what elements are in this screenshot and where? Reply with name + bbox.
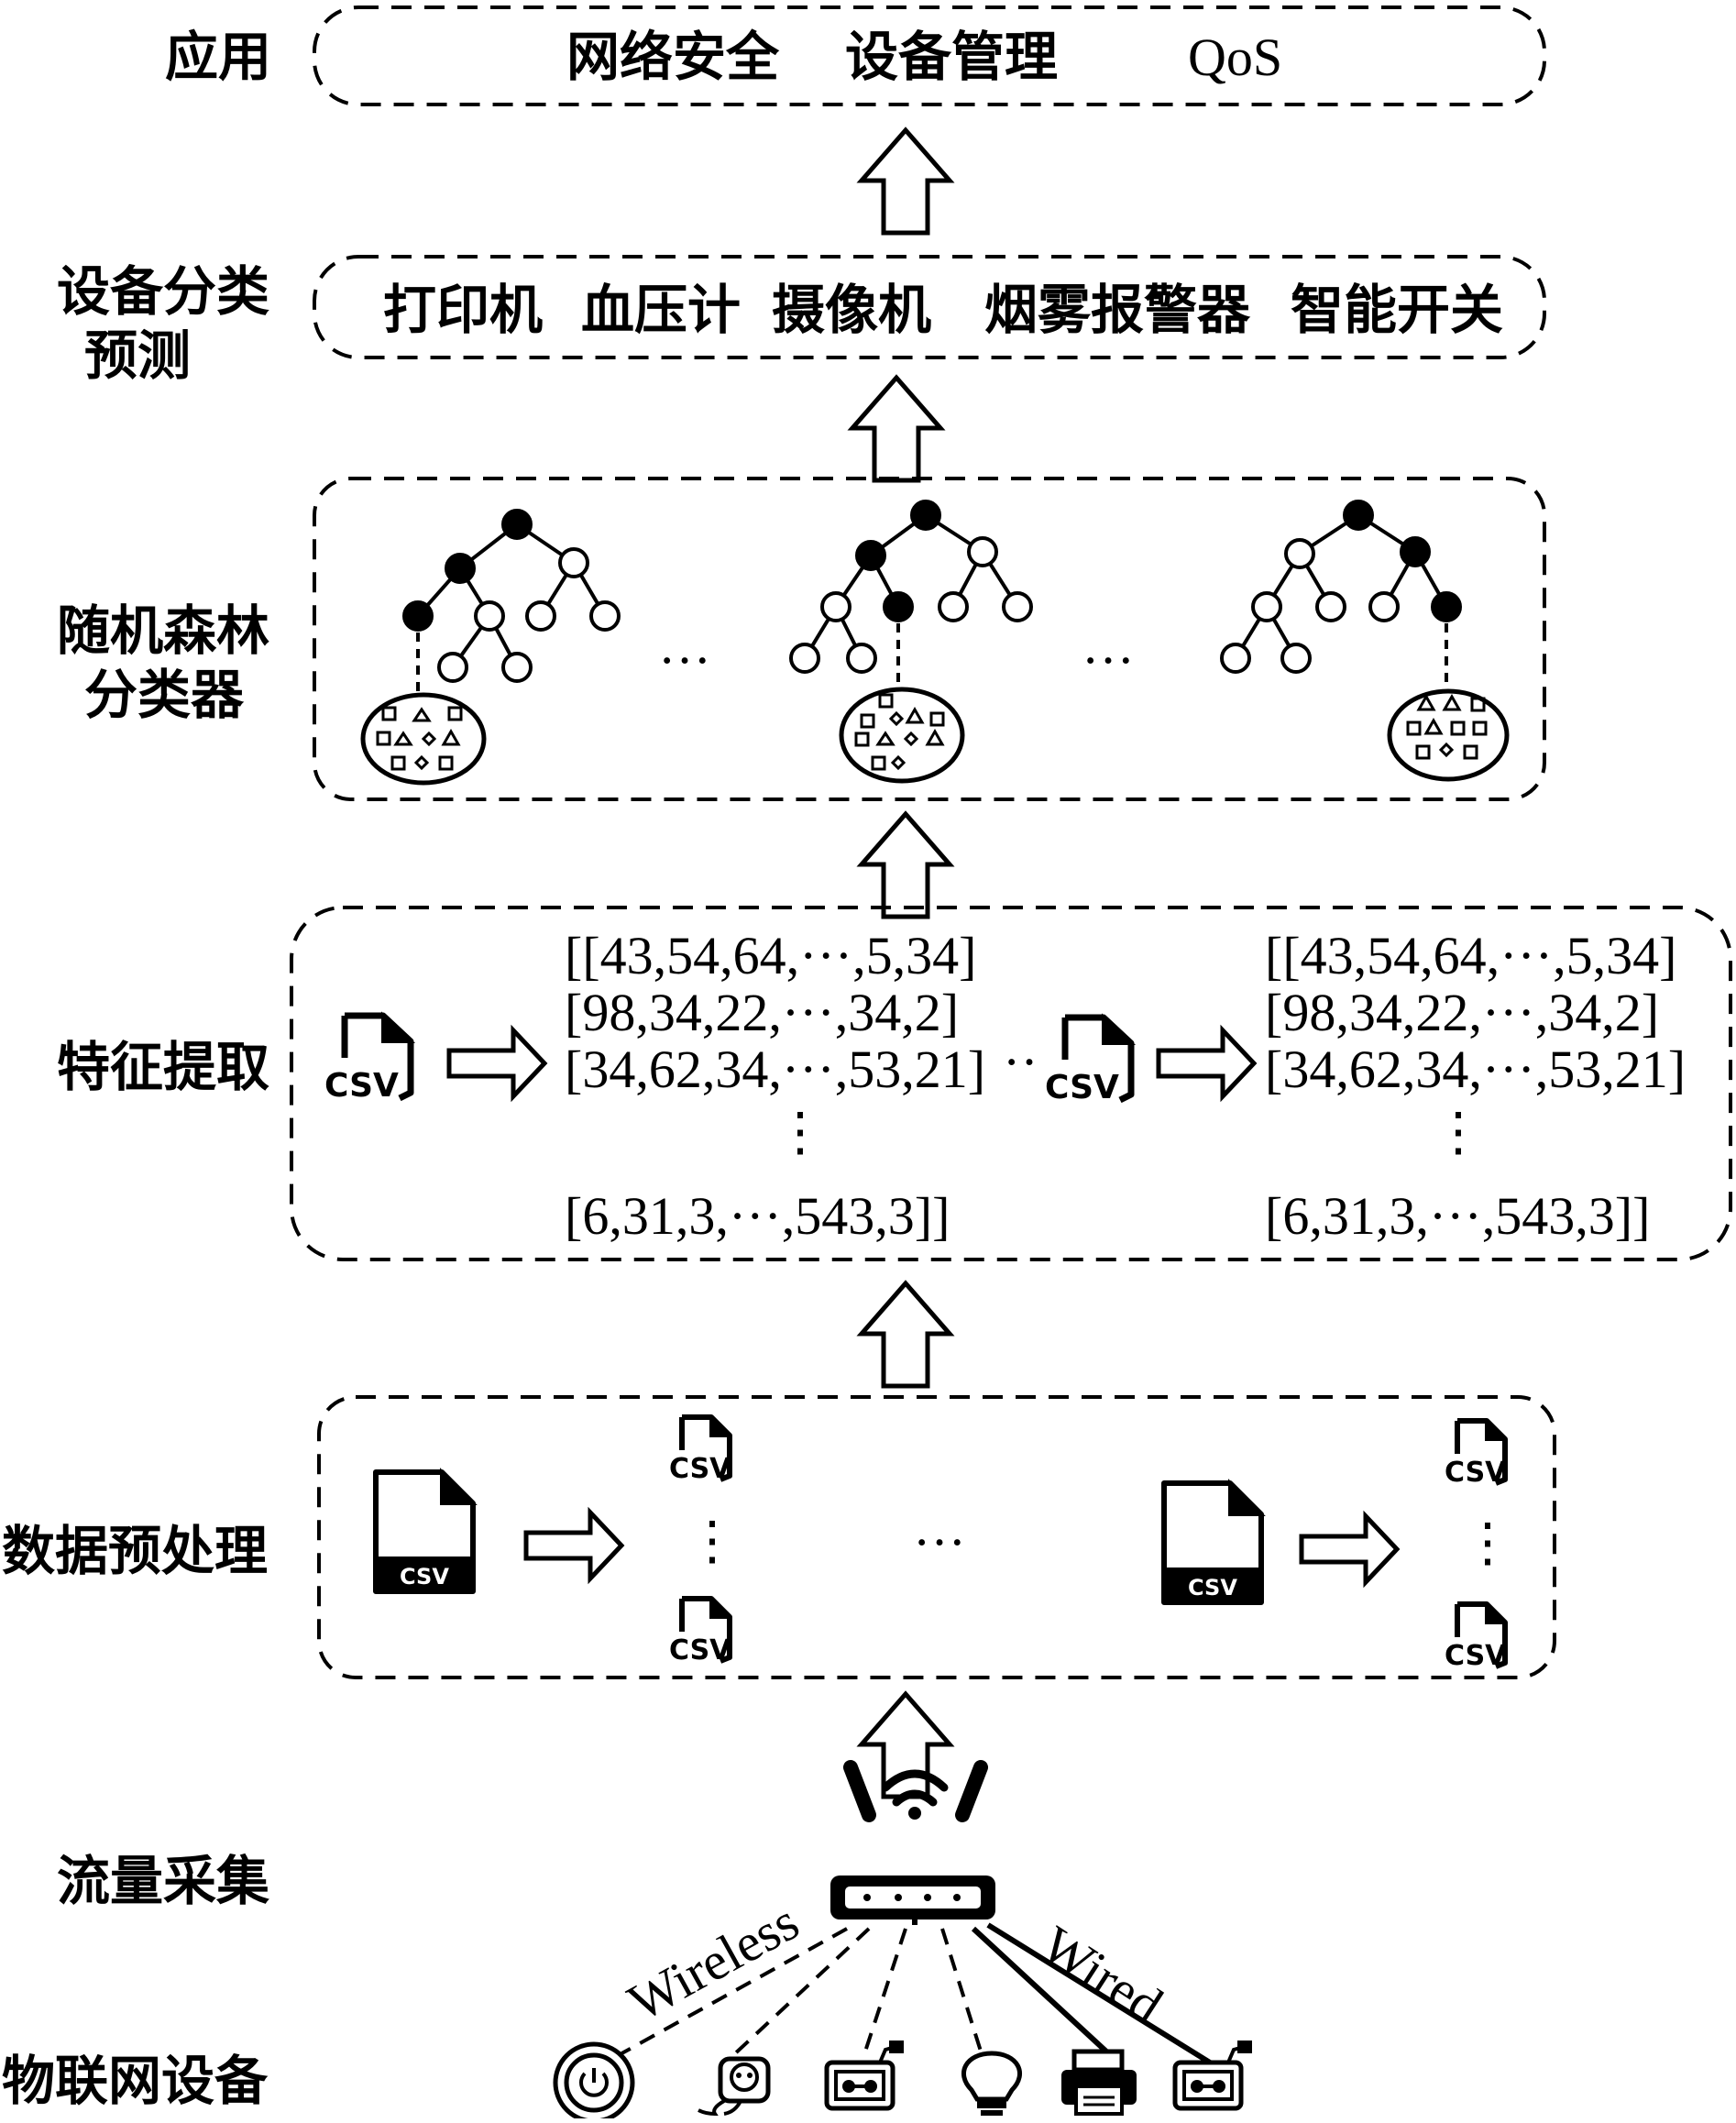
csv-split-file-2-bottom bbox=[1445, 1604, 1507, 1672]
matrix-2-row-1: [[43,54,64,···,5,34] bbox=[1265, 926, 1676, 985]
up-arrow-3 bbox=[862, 814, 950, 917]
preprocess-vertical-dots-2: ⋮ bbox=[1461, 1512, 1514, 1572]
decision-tree-2 bbox=[789, 500, 1033, 784]
class-printer: 打印机 bbox=[383, 279, 543, 341]
matrix-1-vertical-dots: ⋮ bbox=[774, 1102, 827, 1161]
application-item-qos: QoS bbox=[1188, 28, 1282, 87]
leaf-sample-set-2 bbox=[839, 687, 965, 784]
matrix-2-row-last: [6,31,3,···,543,3]] bbox=[1265, 1186, 1650, 1246]
preprocessing-label: 数据预处理 bbox=[2, 1520, 268, 1582]
random-forest-label-line2: 分类器 bbox=[84, 664, 245, 726]
csv-file-large-2 bbox=[1164, 1483, 1261, 1602]
preprocess-vertical-dots-1: ⋮ bbox=[686, 1511, 739, 1570]
collection-label: 流量采集 bbox=[57, 1850, 269, 1912]
class-blood-pressure-meter: 血压计 bbox=[581, 279, 741, 341]
matrix-1-row-2: [98,34,22,···,34,2] bbox=[565, 983, 959, 1042]
csv-split-file-1-bottom bbox=[669, 1599, 731, 1666]
csv-split-file-1-top bbox=[669, 1417, 731, 1485]
up-arrow-4 bbox=[862, 1283, 950, 1386]
matrix-2-vertical-dots: ⋮ bbox=[1432, 1102, 1485, 1161]
router-icon bbox=[830, 1760, 995, 1925]
csv-file-icon-feature-2 bbox=[1045, 1018, 1131, 1106]
wireless-connections bbox=[608, 1927, 984, 2062]
prediction-layer-label-line1: 设备分类 bbox=[57, 260, 269, 323]
csv-split-file-2-top bbox=[1445, 1421, 1507, 1489]
tree-ellipsis-2: ··· bbox=[1082, 631, 1135, 690]
between-matrices-dots: ·· bbox=[1003, 1032, 1038, 1092]
matrix-1-row-3: [34,62,34,···,53,21] bbox=[565, 1040, 985, 1099]
devices-label: 物联网设备 bbox=[2, 2050, 269, 2112]
matrix-2-row-3: [34,62,34,···,53,21] bbox=[1265, 1040, 1686, 1099]
class-camera: 摄像机 bbox=[772, 279, 931, 341]
feature-extraction-box bbox=[290, 906, 1732, 1261]
prediction-box bbox=[313, 255, 1546, 359]
csv-file-icon-feature-1 bbox=[324, 1016, 411, 1105]
up-arrow-1 bbox=[862, 130, 950, 233]
class-smoke-alarm: 烟雾报警器 bbox=[984, 279, 1251, 341]
csv-file-large-1 bbox=[376, 1472, 473, 1591]
decision-tree-3 bbox=[1220, 500, 1510, 782]
feature-matrix-1: [[43,54,64,···,5,34] [98,34,22,···,34,2]… bbox=[565, 926, 985, 1246]
wired-connections bbox=[971, 1922, 1212, 2065]
preprocessing-box bbox=[317, 1395, 1556, 1679]
feature-matrix-2: [[43,54,64,···,5,34] [98,34,22,···,34,2]… bbox=[1265, 926, 1686, 1246]
right-arrow-feature-1 bbox=[449, 1030, 544, 1096]
matrix-1-row-1: [[43,54,64,···,5,34] bbox=[565, 926, 976, 985]
tree-ellipsis-1: ··· bbox=[658, 631, 711, 690]
power-icon bbox=[553, 2041, 635, 2123]
right-arrow-preprocess-1 bbox=[526, 1512, 621, 1578]
application-item-device-management: 设备管理 bbox=[845, 26, 1058, 88]
matrix-1-row-last: [6,31,3,···,543,3]] bbox=[565, 1186, 950, 1246]
smart-plug-icon bbox=[698, 2056, 771, 2117]
decision-tree-1 bbox=[360, 509, 621, 786]
light-bulb-icon bbox=[961, 2051, 1022, 2116]
application-item-network-security: 网络安全 bbox=[566, 26, 780, 88]
video-camera-icon bbox=[1172, 2040, 1252, 2111]
application-box bbox=[313, 6, 1546, 106]
random-forest-label-line1: 随机森林 bbox=[57, 600, 269, 662]
feature-extraction-label: 特征提取 bbox=[57, 1036, 269, 1098]
right-arrow-preprocess-2 bbox=[1302, 1516, 1397, 1582]
up-arrow-2 bbox=[852, 378, 940, 480]
right-arrow-feature-2 bbox=[1159, 1030, 1254, 1096]
matrix-2-row-2: [98,34,22,···,34,2] bbox=[1265, 983, 1659, 1042]
application-layer-label: 应用 bbox=[165, 26, 271, 88]
printer-icon bbox=[1061, 2049, 1137, 2116]
preprocess-ellipsis: ··· bbox=[913, 1512, 966, 1572]
random-forest-box bbox=[313, 477, 1546, 801]
prediction-layer-label-line2: 预测 bbox=[84, 324, 191, 387]
camera-icon bbox=[824, 2040, 904, 2111]
class-smart-switch: 智能开关 bbox=[1291, 279, 1503, 341]
wired-label: Wired bbox=[1031, 1914, 1173, 2035]
